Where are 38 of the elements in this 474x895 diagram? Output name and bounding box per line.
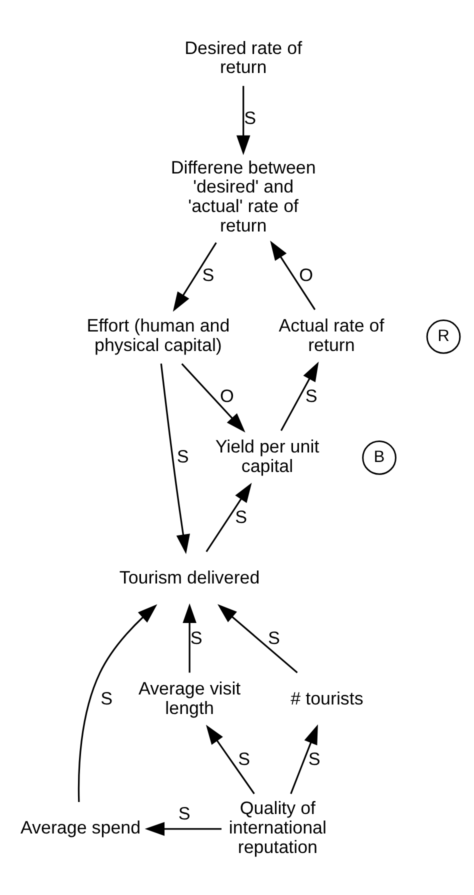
edge-label: S — [176, 446, 189, 466]
arrow — [182, 602, 196, 672]
edge-label: S — [235, 506, 248, 526]
arrow — [160, 363, 190, 554]
edge-label: O — [220, 385, 234, 406]
arrow — [144, 822, 222, 836]
node-circle: R — [426, 319, 461, 354]
arrow — [181, 362, 246, 432]
node-text: Differene between 'desired' and 'actual' rate of return — [170, 156, 316, 236]
arrow — [290, 724, 318, 794]
arrow — [172, 242, 217, 312]
arrow — [280, 361, 319, 431]
node-text: Quality of international reputation — [228, 798, 326, 856]
edge-label: S — [202, 264, 214, 284]
arrow — [236, 85, 250, 155]
node-text: Effort (human and physical capital) — [86, 315, 230, 355]
edge-label: S — [308, 748, 320, 768]
node-text: Desired rate of return — [184, 37, 302, 77]
edge-label: S — [178, 802, 190, 823]
node-text: Yield per unit capital — [215, 436, 320, 476]
edge-label: S — [190, 627, 202, 648]
edge-label: S — [268, 627, 280, 648]
node-circle: B — [362, 440, 396, 474]
edge-label: S — [100, 688, 113, 708]
edge-label: S — [305, 385, 318, 406]
node-text: # tourists — [290, 688, 364, 708]
arrow — [218, 604, 298, 673]
edge-label: S — [238, 748, 250, 768]
arrow — [78, 604, 158, 802]
edge-label: S — [244, 107, 256, 128]
arrow — [206, 724, 255, 794]
arrow — [206, 482, 252, 552]
edge-label: O — [299, 264, 314, 284]
node-text: Average visit length — [138, 678, 241, 718]
node-text: Tourism delivered — [119, 566, 260, 587]
node-text: Actual rate of return — [278, 315, 384, 355]
node-text: Average spend — [20, 817, 141, 838]
arrow — [270, 240, 316, 310]
